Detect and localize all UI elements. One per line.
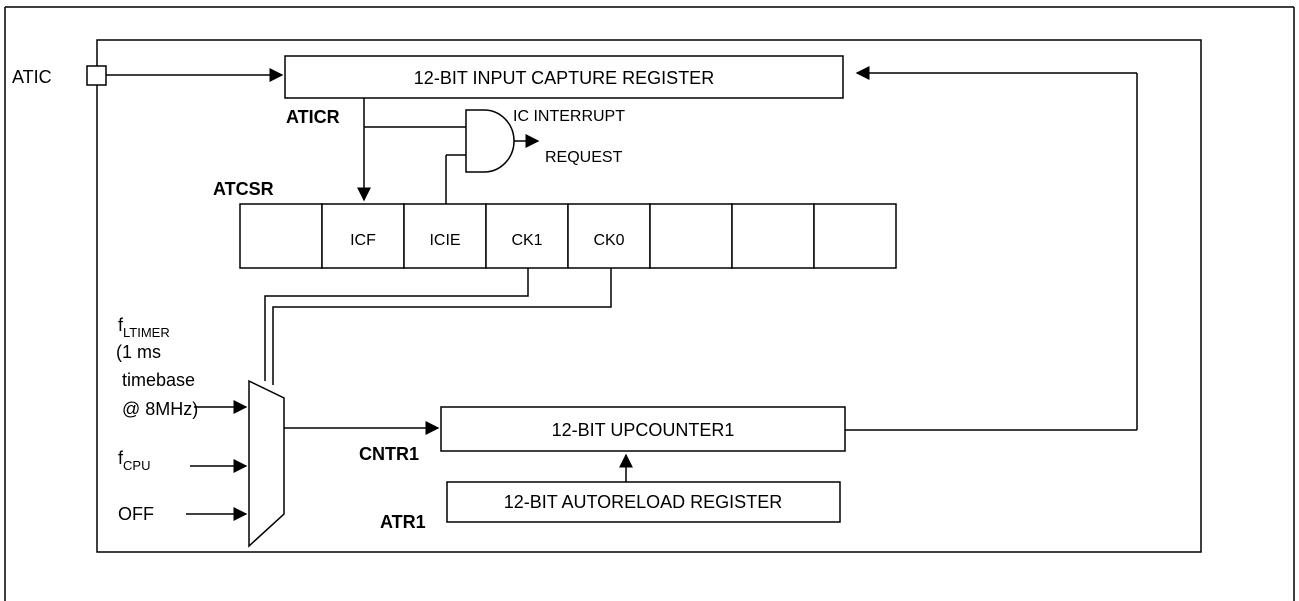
atcsr-register: ICF ICIE CK1 CK0 [239,203,897,269]
atr1-label: ATR1 [380,512,426,532]
ltimer-note-line1: (1 ms [116,342,161,362]
atcsr-bit-ck0: CK0 [593,232,624,249]
atcsr-label: ATCSR [213,179,274,199]
ck1-to-mux-wire [264,268,529,381]
ck0-to-mux-wire [272,268,612,385]
atcsr-bit-cell [239,203,323,269]
atcsr-bit-ck1: CK1 [511,232,542,249]
upcounter-label: 12-BIT UPCOUNTER1 [552,420,735,440]
input-capture-register-label: 12-BIT INPUT CAPTURE REGISTER [414,68,714,88]
interrupt-label-line1: IC INTERRUPT [513,108,625,125]
f-ltimer-label: fLTIMER [118,315,170,340]
atcsr-bit-icie: ICIE [429,232,460,249]
and-gate [465,109,515,173]
atcsr-bit-cell [649,203,733,269]
autoreload-register-label: 12-BIT AUTORELOAD REGISTER [504,492,782,512]
atic-pin-label: ATIC [12,67,52,87]
upcounter [440,406,846,452]
ltimer-note-line2: timebase [122,370,195,390]
clock-multiplexer [248,379,285,548]
input-capture-register [284,55,844,99]
atic-pin-square [86,65,107,86]
atcsr-bit-cell [403,203,487,269]
ltimer-note-line3: @ 8MHz) [122,399,198,419]
autoreload-register [446,481,841,523]
atcsr-bit-cell [813,203,897,269]
block-boundary [96,39,1202,553]
f-cpu-label: fCPU [118,448,150,473]
interrupt-label-line2: REQUEST [545,149,623,166]
off-label: OFF [118,504,154,524]
atcsr-bit-cell [321,203,405,269]
atcsr-bit-icf: ICF [350,232,376,249]
aticr-label: ATICR [286,107,340,127]
cntr1-label: CNTR1 [359,444,419,464]
atcsr-bit-cell [567,203,651,269]
atcsr-bit-cell [485,203,569,269]
atcsr-bit-cell [731,203,815,269]
